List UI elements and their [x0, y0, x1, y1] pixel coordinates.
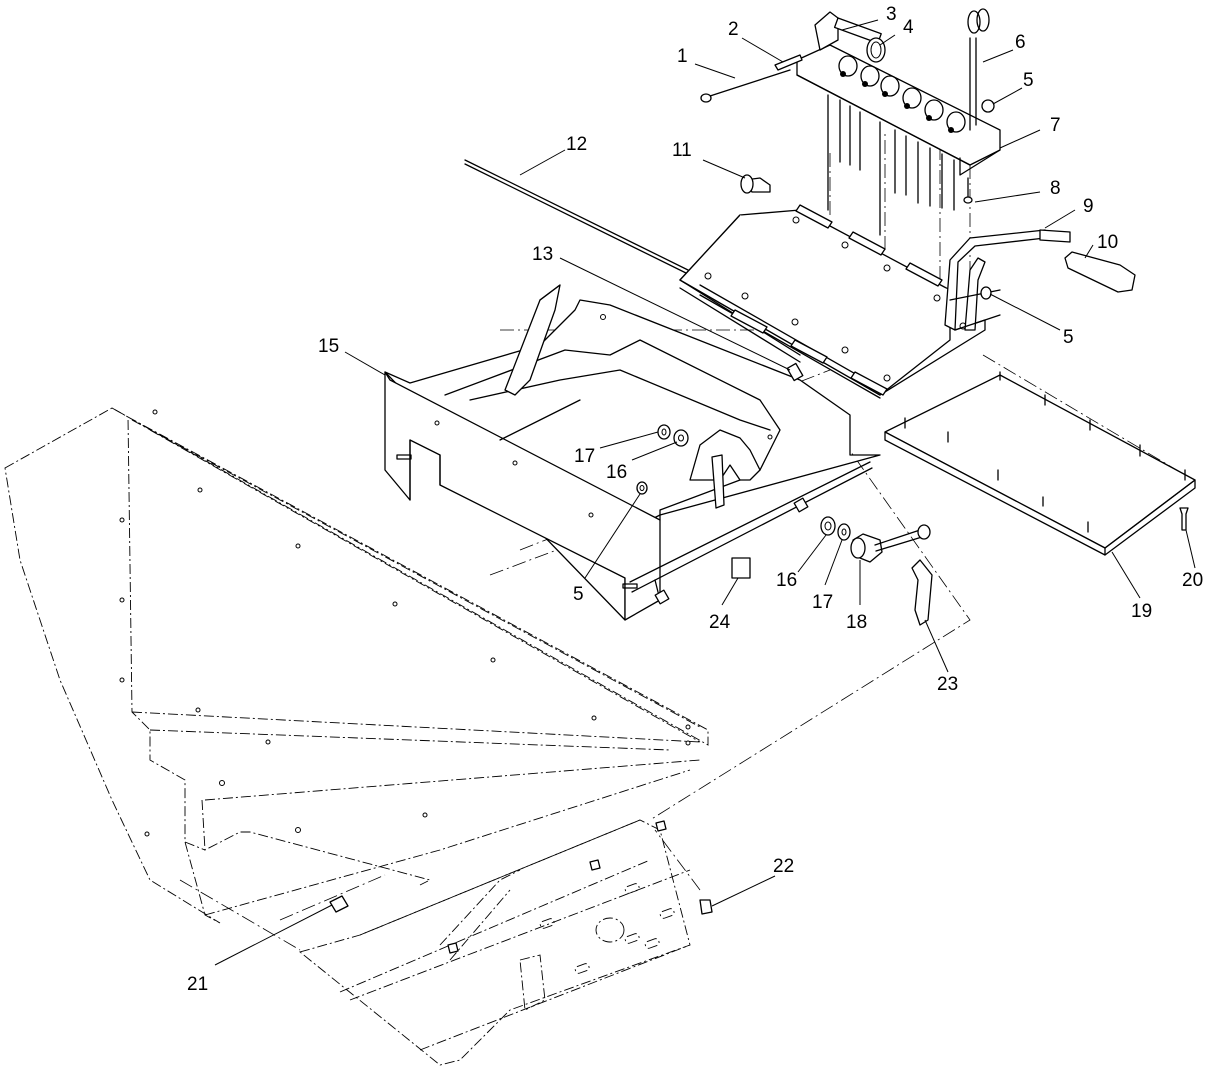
part-19-plate: [884, 371, 1196, 556]
lower-hardware: [329, 820, 713, 954]
callout-12: 12: [566, 134, 587, 155]
part-17-washer-low: [837, 523, 851, 541]
top-clip-rack: [700, 8, 1001, 236]
callout-8: 8: [1050, 178, 1061, 199]
part-4-ring: [866, 37, 886, 63]
plate-studs: [904, 371, 1186, 533]
alignment-lines: [179, 130, 1186, 951]
clip-loops: [838, 55, 966, 133]
callout-17-low: 17: [812, 592, 833, 613]
callout-11: 11: [672, 140, 692, 161]
callout-6: 6: [1015, 32, 1026, 53]
part-10-grip: [1064, 251, 1136, 293]
callout-4: 4: [903, 17, 914, 38]
callout-5-top: 5: [1023, 70, 1034, 91]
callout-10: 10: [1097, 232, 1118, 253]
part-5-nut-mid: [636, 481, 648, 495]
callout-24: 24: [709, 612, 731, 633]
callout-18: 18: [846, 612, 867, 633]
hopper-bolt-holes: [119, 409, 691, 837]
callout-2: 2: [728, 19, 739, 40]
callout-7: 7: [1050, 115, 1061, 136]
upper-bracket-plate: [679, 204, 1136, 399]
callout-5-right: 5: [1063, 327, 1074, 348]
callout-17-top: 17: [574, 446, 595, 467]
hopper-frame-phantom: [4, 407, 709, 1066]
callout-3: 3: [886, 4, 897, 25]
callout-labels: 1 2 3 4 5 6 7 8 9 10 11 12 13 5 15 17 16…: [187, 4, 1203, 995]
part-1-cable-end: [700, 93, 712, 103]
part-16-washer-top: [673, 429, 689, 447]
part-23-grip: [911, 559, 933, 626]
part-2-pin: [774, 54, 803, 71]
callout-9: 9: [1083, 196, 1094, 217]
part-21-bolt: [329, 895, 349, 913]
callout-21: 21: [187, 974, 208, 995]
callout-1: 1: [677, 46, 688, 67]
part-16-washer-low: [820, 516, 836, 536]
part-18-handle-knob: [850, 524, 931, 563]
callout-16-low: 16: [776, 570, 797, 591]
callout-23: 23: [937, 674, 958, 695]
callout-20: 20: [1182, 570, 1203, 591]
part-22-nut: [699, 899, 713, 915]
callout-5-mid: 5: [573, 584, 584, 605]
part-9-lever: [1039, 229, 1071, 243]
callout-13: 13: [532, 244, 553, 265]
leader-lines: [214, 19, 1196, 966]
callout-16-top: 16: [606, 462, 627, 483]
part-17-washer-top: [657, 424, 671, 440]
part-20-screw: [1179, 507, 1189, 531]
part-24-decal: [731, 557, 751, 579]
callout-19: 19: [1131, 601, 1152, 622]
part-12-rod: [464, 159, 689, 275]
callout-15: 15: [318, 336, 339, 357]
callout-22: 22: [773, 856, 794, 877]
rack-tines: [827, 94, 955, 236]
